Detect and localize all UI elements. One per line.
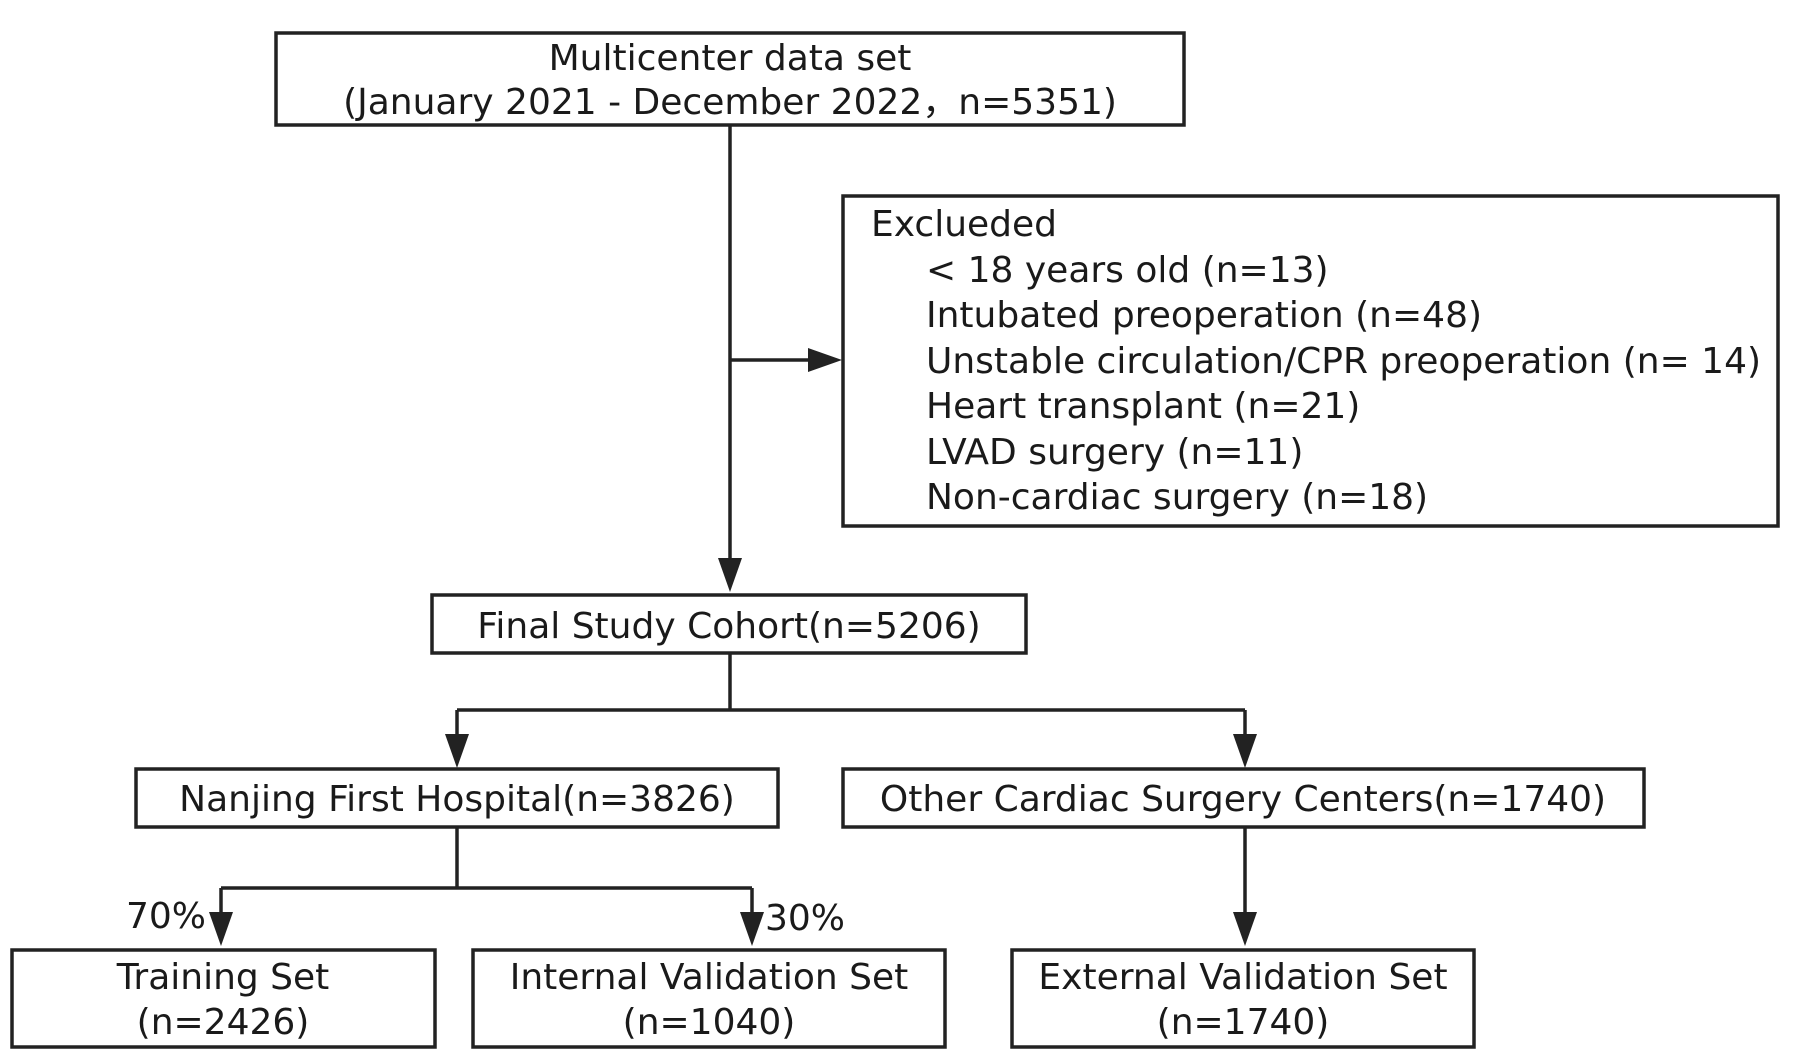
training-title: Training Set — [116, 957, 330, 998]
internal-validation-title: Internal Validation Set — [510, 957, 909, 998]
internal-percent-label: 30% — [765, 898, 845, 939]
other-centers-label: Other Cardiac Surgery Centers(n=1740) — [880, 779, 1606, 820]
internal-validation-box: Internal Validation Set (n=1040) — [471, 948, 947, 1049]
arrowhead-to-exclusion — [808, 348, 842, 372]
arrowhead-to-internal — [740, 912, 764, 946]
cohort-box: Final Study Cohort(n=5206) — [430, 593, 1028, 655]
arrowhead-to-cohort — [718, 558, 742, 592]
nanjing-box: Nanjing First Hospital(n=3826) — [134, 767, 780, 829]
arrowhead-to-training — [209, 912, 233, 946]
connectors — [209, 125, 1257, 946]
exclusion-item: Non-cardiac surgery (n=18) — [926, 477, 1428, 518]
exclusion-box: Exclueded < 18 years old (n=13) Intubate… — [841, 194, 1780, 528]
arrowhead-to-other-centers — [1233, 734, 1257, 768]
source-title: Multicenter data set — [549, 38, 912, 79]
exclusion-item: < 18 years old (n=13) — [926, 250, 1329, 291]
source-box: Multicenter data set (January 2021 - Dec… — [274, 31, 1186, 127]
exclusion-item: Unstable circulation/CPR preoperation (n… — [926, 341, 1761, 382]
training-percent-label: 70% — [126, 896, 206, 937]
source-date-range: (January 2021 - December 2022，n=5351) — [343, 82, 1117, 123]
external-validation-title: External Validation Set — [1038, 957, 1447, 998]
arrowhead-to-nanjing — [445, 734, 469, 768]
other-centers-box: Other Cardiac Surgery Centers(n=1740) — [841, 767, 1646, 829]
training-count: (n=2426) — [137, 1002, 310, 1043]
exclusion-item: Heart transplant (n=21) — [926, 386, 1360, 427]
exclusion-item: LVAD surgery (n=11) — [926, 432, 1303, 473]
external-validation-count: (n=1740) — [1157, 1002, 1330, 1043]
arrowhead-to-external — [1233, 912, 1257, 946]
training-box: Training Set (n=2426) — [10, 948, 437, 1049]
external-validation-box: External Validation Set (n=1740) — [1010, 948, 1476, 1049]
internal-validation-count: (n=1040) — [623, 1002, 796, 1043]
nanjing-label: Nanjing First Hospital(n=3826) — [179, 779, 735, 820]
cohort-label: Final Study Cohort(n=5206) — [477, 606, 980, 647]
exclusion-title: Exclueded — [871, 204, 1057, 245]
exclusion-item: Intubated preoperation (n=48) — [926, 295, 1482, 336]
